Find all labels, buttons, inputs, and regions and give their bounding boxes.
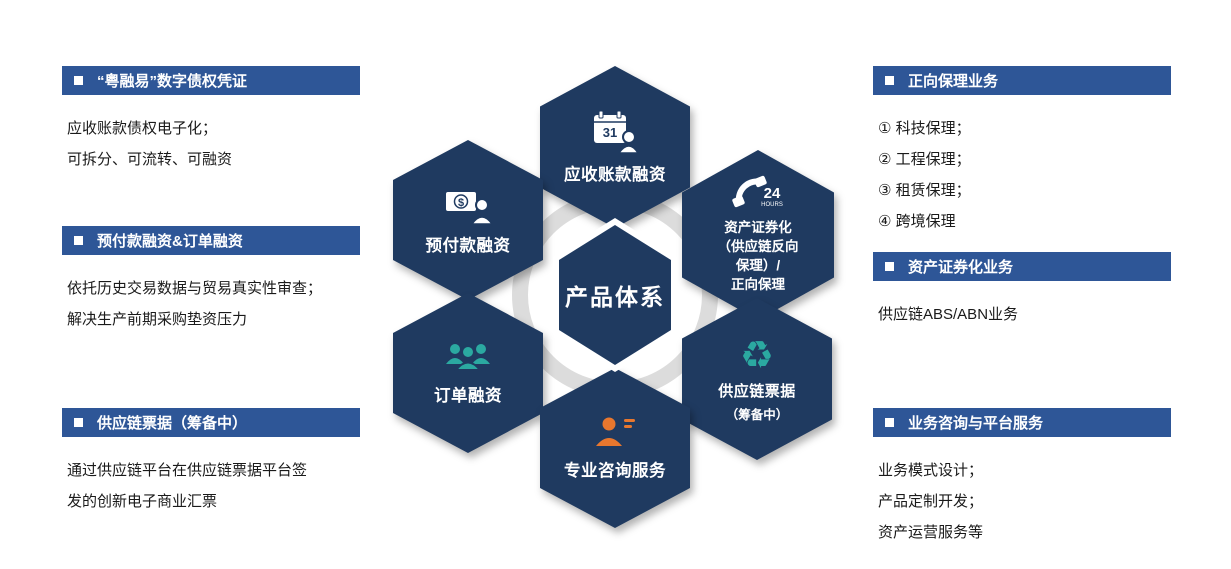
center-hexagon: 产品体系 <box>553 218 677 372</box>
hex-label: 供应链票据 <box>718 382 796 400</box>
panel-header: 供应链票据（筹备中） <box>62 408 360 437</box>
panel-body: 应收账款债权电子化； 可拆分、可流转、可融资 <box>62 113 360 175</box>
recycle-icon: ♻ <box>739 332 775 377</box>
panel-title: 业务咨询与平台服务 <box>908 415 1044 432</box>
calendar-31-person-icon: 31 <box>592 109 640 154</box>
panel-text-line: 依托历史交易数据与贸易真实性审查； <box>67 280 323 297</box>
hex-prepayment-financing: $ 预付款融资 <box>393 140 543 300</box>
panel-title: 预付款融资&订单融资 <box>97 233 243 250</box>
hex-sub-label: （筹备中） <box>725 407 789 422</box>
panel-header: “粤融易”数字债权凭证 <box>62 66 360 95</box>
panel-body: 依托历史交易数据与贸易真实性审查； 解决生产前期采购垫资压力 <box>62 273 360 335</box>
hex-label: 预付款融资 <box>425 237 511 255</box>
panel-digital-debt-certificate: “粤融易”数字债权凭证 应收账款债权电子化； 可拆分、可流转、可融资 <box>62 66 360 175</box>
phone-24-number: 24 <box>764 185 781 202</box>
hex-professional-consulting: 专业咨询服务 <box>540 368 690 528</box>
bullet-square-icon <box>74 418 83 427</box>
panel-text-line: 业务模式设计； <box>878 462 984 479</box>
panel-body: 供应链ABS/ABN业务 <box>873 299 1171 330</box>
bullet-square-icon <box>885 76 894 85</box>
panel-supply-chain-notes: 供应链票据（筹备中） 通过供应链平台在供应链票据平台签 发的创新电子商业汇票 <box>62 408 360 517</box>
panel-abs-business: 资产证券化业务 供应链ABS/ABN业务 <box>873 252 1171 330</box>
calendar-day-number: 31 <box>603 125 617 140</box>
center-hexagon-face: 产品体系 <box>559 225 671 365</box>
panel-text-line: 应收账款债权电子化； <box>67 120 218 137</box>
panel-title: 资产证券化业务 <box>908 259 1014 276</box>
panel-body: 通过供应链平台在供应链票据平台签 发的创新电子商业汇票 <box>62 455 360 517</box>
panel-title: 供应链票据（筹备中） <box>97 415 248 432</box>
panel-title: 正向保理业务 <box>908 73 999 90</box>
currency-symbol: $ <box>458 197 464 209</box>
bullet-square-icon <box>74 76 83 85</box>
consultant-person-icon <box>594 415 636 449</box>
panel-text-line: ② 工程保理； <box>878 151 971 168</box>
hex-order-financing: 订单融资 <box>393 293 543 453</box>
panel-text-line: 资产运营服务等 <box>878 524 984 541</box>
panel-header: 正向保理业务 <box>873 66 1171 95</box>
panel-text-line: ③ 租赁保理； <box>878 182 971 199</box>
bullet-square-icon <box>885 262 894 271</box>
phone-24-hours-icon: 24 HOURS <box>732 175 784 213</box>
banknote-person-icon: $ <box>444 184 494 225</box>
hex-supply-chain-notes: ♻ 供应链票据 （筹备中） <box>682 298 832 460</box>
panel-title: “粤融易”数字债权凭证 <box>97 73 248 90</box>
hex-label-line: 资产证券化 <box>724 220 792 236</box>
panel-forward-factoring: 正向保理业务 ① 科技保理； ② 工程保理； ③ 租赁保理； ④ 跨境保理 <box>873 66 1171 237</box>
panel-text-line: 通过供应链平台在供应链票据平台签 <box>67 462 308 479</box>
bullet-square-icon <box>885 418 894 427</box>
panel-header: 预付款融资&订单融资 <box>62 226 360 255</box>
panel-text-line: 供应链ABS/ABN业务 <box>878 306 1019 323</box>
panel-text-line: 可拆分、可流转、可融资 <box>67 151 233 168</box>
team-people-icon <box>445 340 491 374</box>
panel-text-line: 解决生产前期采购垫资压力 <box>67 311 248 328</box>
panel-body: 业务模式设计； 产品定制开发； 资产运营服务等 <box>873 455 1171 548</box>
panel-prepayment-order-financing: 预付款融资&订单融资 依托历史交易数据与贸易真实性审查； 解决生产前期采购垫资压… <box>62 226 360 335</box>
hex-asset-securitization: 24 HOURS 资产证券化 （供应链反向 保理）/ 正向保理 <box>682 150 834 320</box>
panel-text-line: 产品定制开发； <box>878 493 984 510</box>
panel-text-line: 发的创新电子商业汇票 <box>67 493 218 510</box>
panel-text-line: ① 科技保理； <box>878 120 971 137</box>
panel-header: 资产证券化业务 <box>873 252 1171 281</box>
center-hex-label: 产品体系 <box>565 284 665 310</box>
panel-text-line: ④ 跨境保理 <box>878 213 956 230</box>
hex-label: 专业咨询服务 <box>564 462 666 480</box>
bullet-square-icon <box>74 236 83 245</box>
phone-hours-caption: HOURS <box>761 202 783 208</box>
hex-receivables-financing: 31 应收账款融资 <box>540 66 690 228</box>
panel-consulting-platform-services: 业务咨询与平台服务 业务模式设计； 产品定制开发； 资产运营服务等 <box>873 408 1171 548</box>
hex-multiline-label: 资产证券化 （供应链反向 保理）/ 正向保理 <box>718 219 799 295</box>
hex-label-line: 保理）/ <box>735 258 781 273</box>
hex-label: 订单融资 <box>434 387 502 405</box>
panel-body: ① 科技保理； ② 工程保理； ③ 租赁保理； ④ 跨境保理 <box>873 113 1171 237</box>
hex-label-line: （供应链反向 <box>717 239 799 255</box>
hex-label: 应收账款融资 <box>564 166 666 184</box>
hex-label-line: 正向保理 <box>731 276 785 292</box>
panel-header: 业务咨询与平台服务 <box>873 408 1171 437</box>
